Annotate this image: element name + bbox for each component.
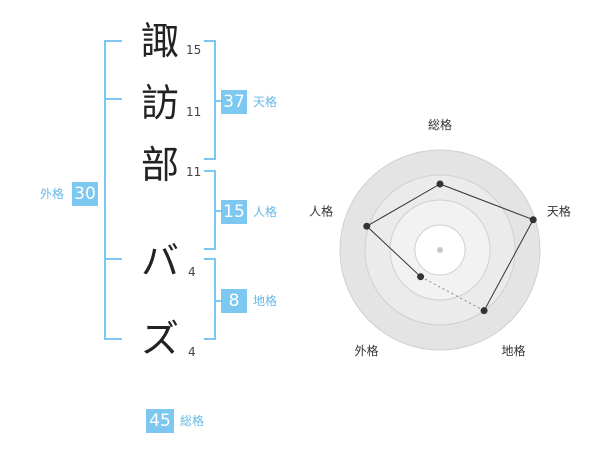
radar-segment-4 <box>366 225 421 278</box>
gaikaku-bracket-spine <box>104 40 106 340</box>
chikaku-value: 8 <box>221 289 247 313</box>
radar-point-4 <box>417 273 425 281</box>
radar-point-5 <box>363 222 371 230</box>
tenkaku-value: 37 <box>221 90 247 114</box>
radar-axis-label-1: 総格 <box>428 117 452 132</box>
chikaku-bracket-bottom <box>204 338 216 340</box>
stroke-count-1: 15 <box>186 43 202 57</box>
radar-segment-2 <box>483 219 534 311</box>
stroke-count-5: 4 <box>188 345 196 359</box>
radar-segment-3 <box>420 276 485 312</box>
chikaku-bracket-top <box>204 258 216 260</box>
radar-axis-label-5: 人格 <box>309 203 333 218</box>
name-char-2: 訪 <box>140 81 179 125</box>
gaikaku-value: 30 <box>72 182 98 206</box>
gaikaku-bracket-tick-2 <box>104 258 122 260</box>
gaikaku-label: 外格 <box>40 187 65 201</box>
gaikaku-bracket-tick-1 <box>104 98 122 100</box>
radar-axis-label-2: 天格 <box>547 203 571 218</box>
stroke-count-2: 11 <box>186 105 202 119</box>
jinkaku-label: 人格 <box>253 205 278 219</box>
jinkaku-bracket-top <box>204 170 216 172</box>
chikaku-bracket-spine <box>214 258 216 340</box>
gaikaku-bracket-bottom <box>104 338 122 340</box>
gaikaku-bracket-top <box>104 40 122 42</box>
stroke-count-4: 4 <box>188 265 196 279</box>
jinkaku-value: 15 <box>221 200 247 224</box>
tenkaku-label: 天格 <box>253 95 278 109</box>
jinkaku-bracket-link <box>214 210 222 212</box>
soukaku-label: 総格 <box>180 414 205 428</box>
jinkaku-bracket-bottom <box>204 248 216 250</box>
radar-axis-label-4: 外格 <box>355 343 379 358</box>
name-char-4: バ <box>140 239 179 283</box>
name-char-5: ズ <box>140 317 179 361</box>
chikaku-bracket-link <box>214 300 222 302</box>
radar-segment-1 <box>439 183 534 221</box>
tenkaku-bracket-link <box>214 100 222 102</box>
radar-point-2 <box>529 216 537 224</box>
name-char-1: 諏 <box>140 19 179 63</box>
name-char-3: 部 <box>140 143 179 187</box>
tenkaku-bracket-bottom <box>204 158 216 160</box>
radar-axis-label-3: 地格 <box>501 343 525 358</box>
radar-point-3 <box>480 307 488 315</box>
soukaku-value: 45 <box>146 409 174 433</box>
radar-segment-5 <box>366 183 441 227</box>
radar-point-1 <box>436 180 444 188</box>
chikaku-label: 地格 <box>253 294 278 308</box>
tenkaku-bracket-top <box>204 40 216 42</box>
radar-center-dot <box>437 247 443 253</box>
stroke-count-3: 11 <box>186 165 202 179</box>
